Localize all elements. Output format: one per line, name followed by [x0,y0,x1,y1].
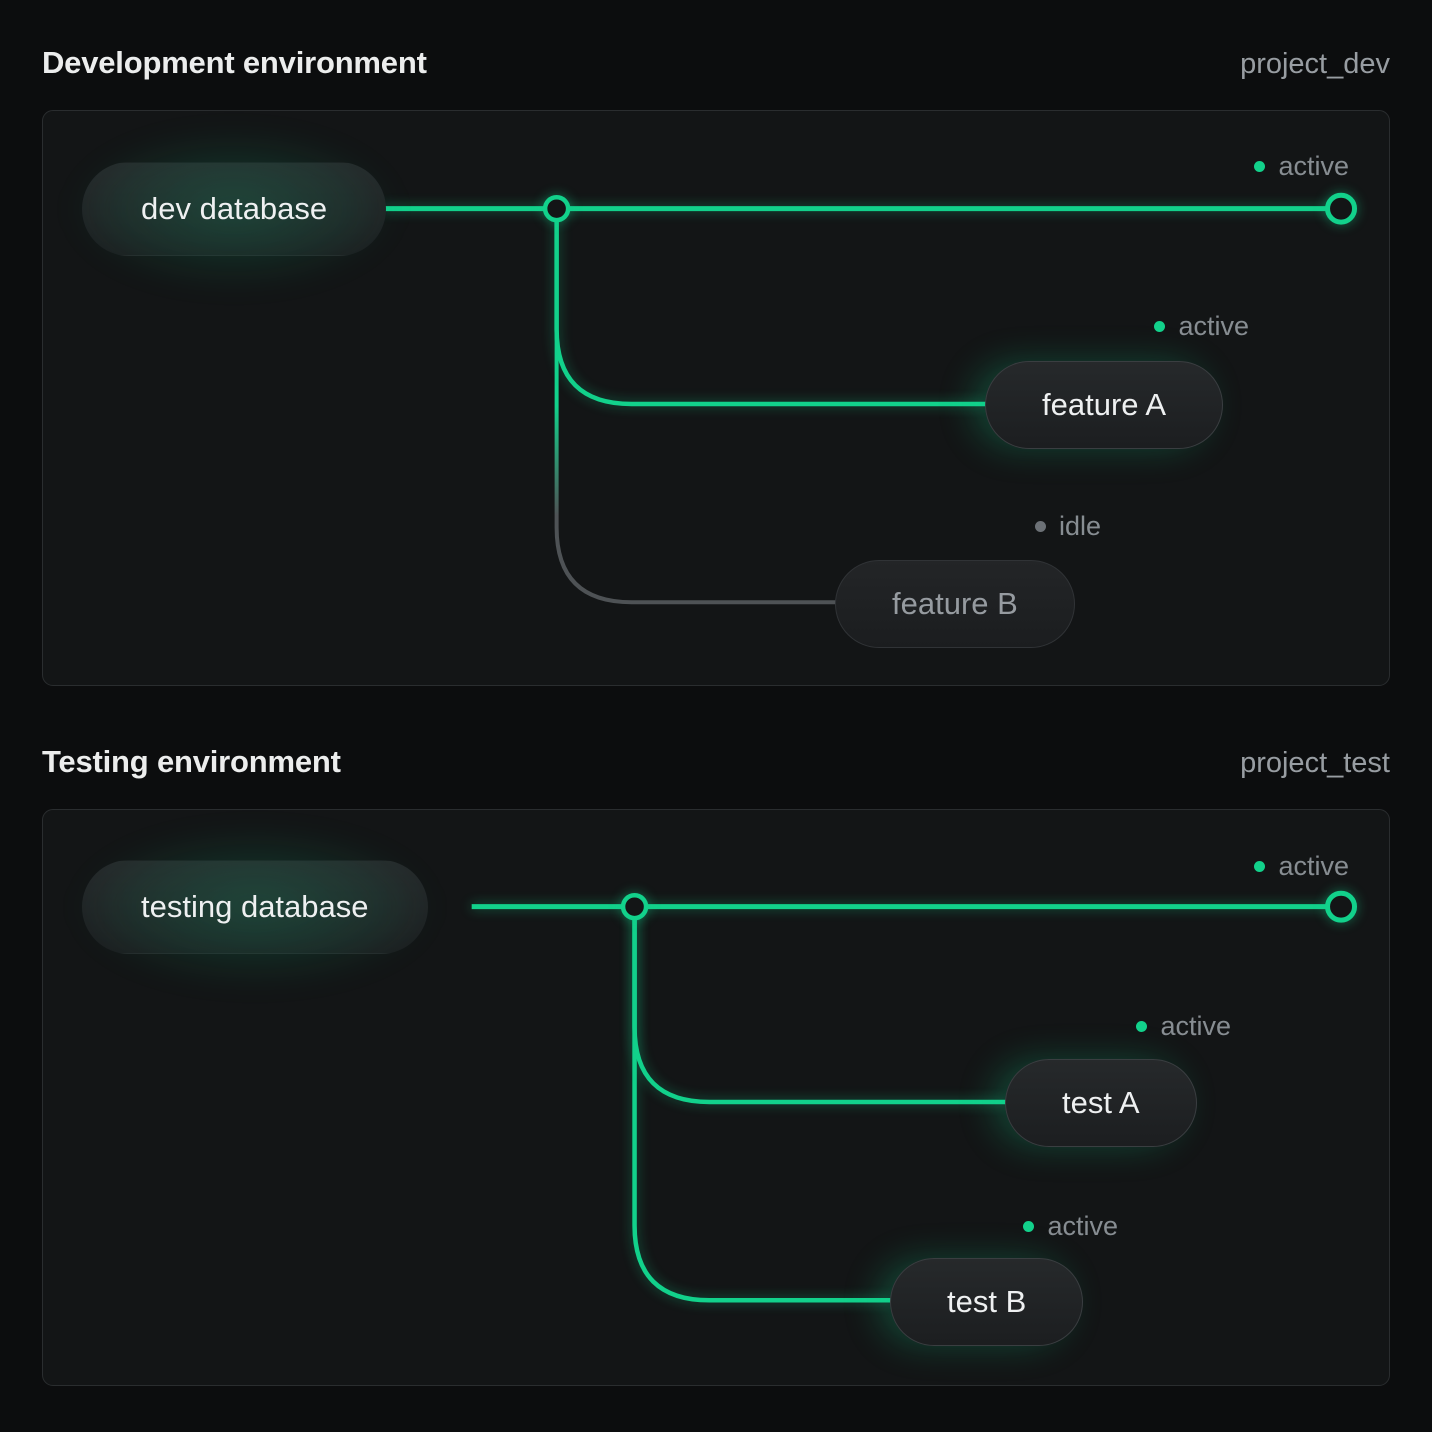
trunk-status-badge: active [1254,151,1349,182]
junction-node-icon [542,194,571,223]
trunk-endpoint-icon [1325,192,1358,225]
junction-node-icon [620,892,649,921]
branch-node-label: test B [947,1284,1027,1319]
panel-header: Development environment project_dev [42,45,1390,81]
branch-node-label: feature A [1042,387,1167,422]
status-dot-icon [1136,1021,1148,1032]
trunk-status-badge: active [1254,851,1349,882]
status-label: active [1178,311,1249,341]
status-dot-icon [1023,1221,1035,1232]
status-label: active [1160,1011,1231,1041]
testing-environment-section: Testing environment project_test testing… [42,744,1390,1386]
branch-status-badge: active [1154,311,1249,342]
status-dot-icon [1034,521,1046,532]
branch-line-feature-a [554,208,987,407]
branch-node-feature-a[interactable]: feature A [985,361,1224,449]
status-label: active [1278,851,1349,881]
status-dot-icon [1254,161,1266,172]
branch-wires [382,192,1358,605]
database-node-label: testing database [141,889,369,924]
project-name: project_dev [1240,48,1390,80]
status-dot-icon [1154,321,1166,332]
panel-header: Testing environment project_test [42,744,1390,780]
branch-diagram-panel: dev database feature A feature B active … [42,110,1390,686]
panel-title: Testing environment [42,744,341,779]
branch-diagram-panel: testing database test A test B active ac… [42,809,1390,1386]
branch-node-test-a[interactable]: test A [1005,1059,1197,1147]
database-node-label: dev database [141,191,328,226]
status-label: active [1278,151,1349,181]
panel-title: Development environment [42,45,427,80]
status-dot-icon [1254,861,1266,872]
branch-node-label: feature B [892,586,1018,621]
trunk-endpoint-icon [1325,890,1358,923]
branch-line-test-a [632,906,1007,1105]
database-node[interactable]: testing database [82,860,428,954]
development-environment-section: Development environment project_dev dev … [42,45,1390,686]
branch-status-badge: idle [1034,511,1101,542]
branch-node-test-b[interactable]: test B [890,1258,1084,1346]
branch-status-badge: active [1023,1211,1118,1242]
branch-node-feature-b[interactable]: feature B [835,560,1075,648]
status-label: idle [1058,511,1101,541]
database-node[interactable]: dev database [82,162,387,256]
branch-line-test-b [632,906,892,1303]
branch-status-badge: active [1136,1011,1231,1042]
branch-line-feature-b [554,208,837,605]
project-name: project_test [1240,747,1390,779]
branch-node-label: test A [1062,1085,1140,1120]
status-label: active [1047,1211,1118,1241]
branch-wires [471,890,1358,1303]
